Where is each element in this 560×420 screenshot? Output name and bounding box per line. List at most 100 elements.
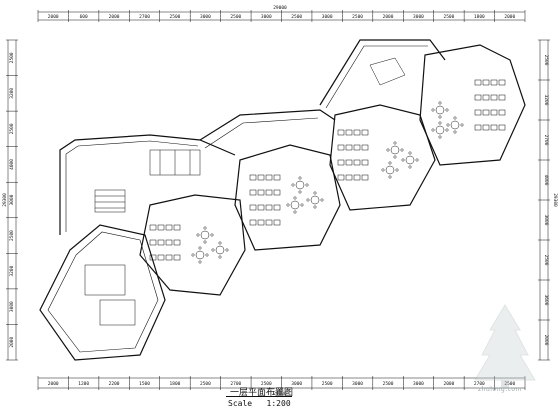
top-dimension-label: 1800	[474, 14, 485, 20]
round-table	[435, 125, 445, 135]
desk	[165, 239, 173, 246]
top-dimension-label: 2000	[504, 14, 515, 20]
chair	[453, 130, 457, 134]
desk	[273, 204, 281, 211]
desk	[337, 174, 345, 181]
chair	[438, 115, 442, 119]
desk	[149, 224, 157, 231]
bottom-dimension-label: 3000	[291, 381, 302, 387]
bottom-dimension-label: 2700	[474, 381, 485, 387]
chair	[305, 183, 309, 187]
chair	[393, 141, 397, 145]
desk	[353, 129, 361, 136]
desk	[337, 129, 345, 136]
round-table	[405, 155, 415, 165]
left-dimension-label: 4000	[9, 159, 15, 170]
chair	[320, 198, 324, 202]
chair	[218, 241, 222, 245]
desk	[490, 94, 498, 101]
desk	[165, 254, 173, 261]
chair	[453, 116, 457, 120]
round-table	[195, 250, 205, 260]
left-dimension-label: 3000	[9, 301, 15, 312]
bottom-dimension-label: 2200	[109, 381, 120, 387]
desk	[482, 109, 490, 116]
desk	[474, 94, 482, 101]
chair	[431, 128, 435, 132]
right-dimension-label: 2000	[543, 335, 549, 346]
chair	[386, 148, 390, 152]
desk	[337, 144, 345, 151]
chair	[205, 253, 209, 257]
desk	[345, 159, 353, 166]
desk	[173, 239, 181, 246]
desk	[474, 109, 482, 116]
top-dimension-label: 2500	[291, 14, 302, 20]
dimension-frame	[7, 11, 549, 389]
chair	[388, 161, 392, 165]
top-dimension-label: 2500	[352, 14, 363, 20]
desk	[173, 224, 181, 231]
bottom-dimension-label: 2500	[322, 381, 333, 387]
chair	[198, 246, 202, 250]
chair	[293, 210, 297, 214]
right-overall-dimension: 29300	[552, 193, 558, 207]
bottom-dimension-label: 2500	[504, 381, 515, 387]
top-dimension-label: 2500	[170, 14, 181, 20]
desk	[265, 174, 273, 181]
building-outline	[39, 39, 526, 361]
left-dimension-label: 3200	[9, 88, 15, 99]
chair	[203, 240, 207, 244]
bottom-overall-dimension: 29000	[273, 391, 287, 397]
left-dimension-label: 3000	[9, 194, 15, 205]
right-dimension-label: 3600	[543, 295, 549, 306]
desk	[273, 219, 281, 226]
bottom-dimension-label: 2500	[261, 381, 272, 387]
desk	[157, 254, 165, 261]
desk	[474, 79, 482, 86]
right-dimension-label: 2500	[543, 55, 549, 66]
top-dimension-label: 2000	[109, 14, 120, 20]
desk	[482, 94, 490, 101]
desk	[490, 79, 498, 86]
chair	[298, 190, 302, 194]
top-overall-dimension: 29000	[273, 5, 287, 11]
hexagon-pod-3	[329, 104, 436, 211]
desk	[498, 124, 506, 131]
chair	[313, 205, 317, 209]
desk	[249, 219, 257, 226]
scale-note: Scale 1:200	[228, 399, 291, 408]
top-dimension-label: 2500	[443, 14, 454, 20]
desk	[361, 174, 369, 181]
chair	[408, 165, 412, 169]
desk	[249, 204, 257, 211]
desk	[353, 174, 361, 181]
left-dimension-label: 2500	[9, 52, 15, 63]
chair	[210, 233, 214, 237]
chair	[286, 203, 290, 207]
desk	[249, 189, 257, 196]
left-dimension-label: 2000	[9, 337, 15, 348]
round-table	[295, 180, 305, 190]
left-overall-dimension: 29300	[2, 193, 8, 207]
bottom-dimension-label: 3000	[413, 381, 424, 387]
chair	[211, 248, 215, 252]
top-dimension-label: 2700	[139, 14, 150, 20]
round-table	[215, 245, 225, 255]
chair	[298, 176, 302, 180]
desk	[353, 144, 361, 151]
desk	[157, 239, 165, 246]
scale-label: Scale	[228, 399, 253, 408]
desk	[249, 174, 257, 181]
top-dimension-label: 3000	[200, 14, 211, 20]
bottom-dimension-label: 3000	[352, 381, 363, 387]
desk	[361, 144, 369, 151]
west-wing	[59, 134, 236, 235]
north-east-wing	[319, 39, 446, 106]
bottom-dimension-label: 1800	[170, 381, 181, 387]
round-table	[200, 230, 210, 240]
